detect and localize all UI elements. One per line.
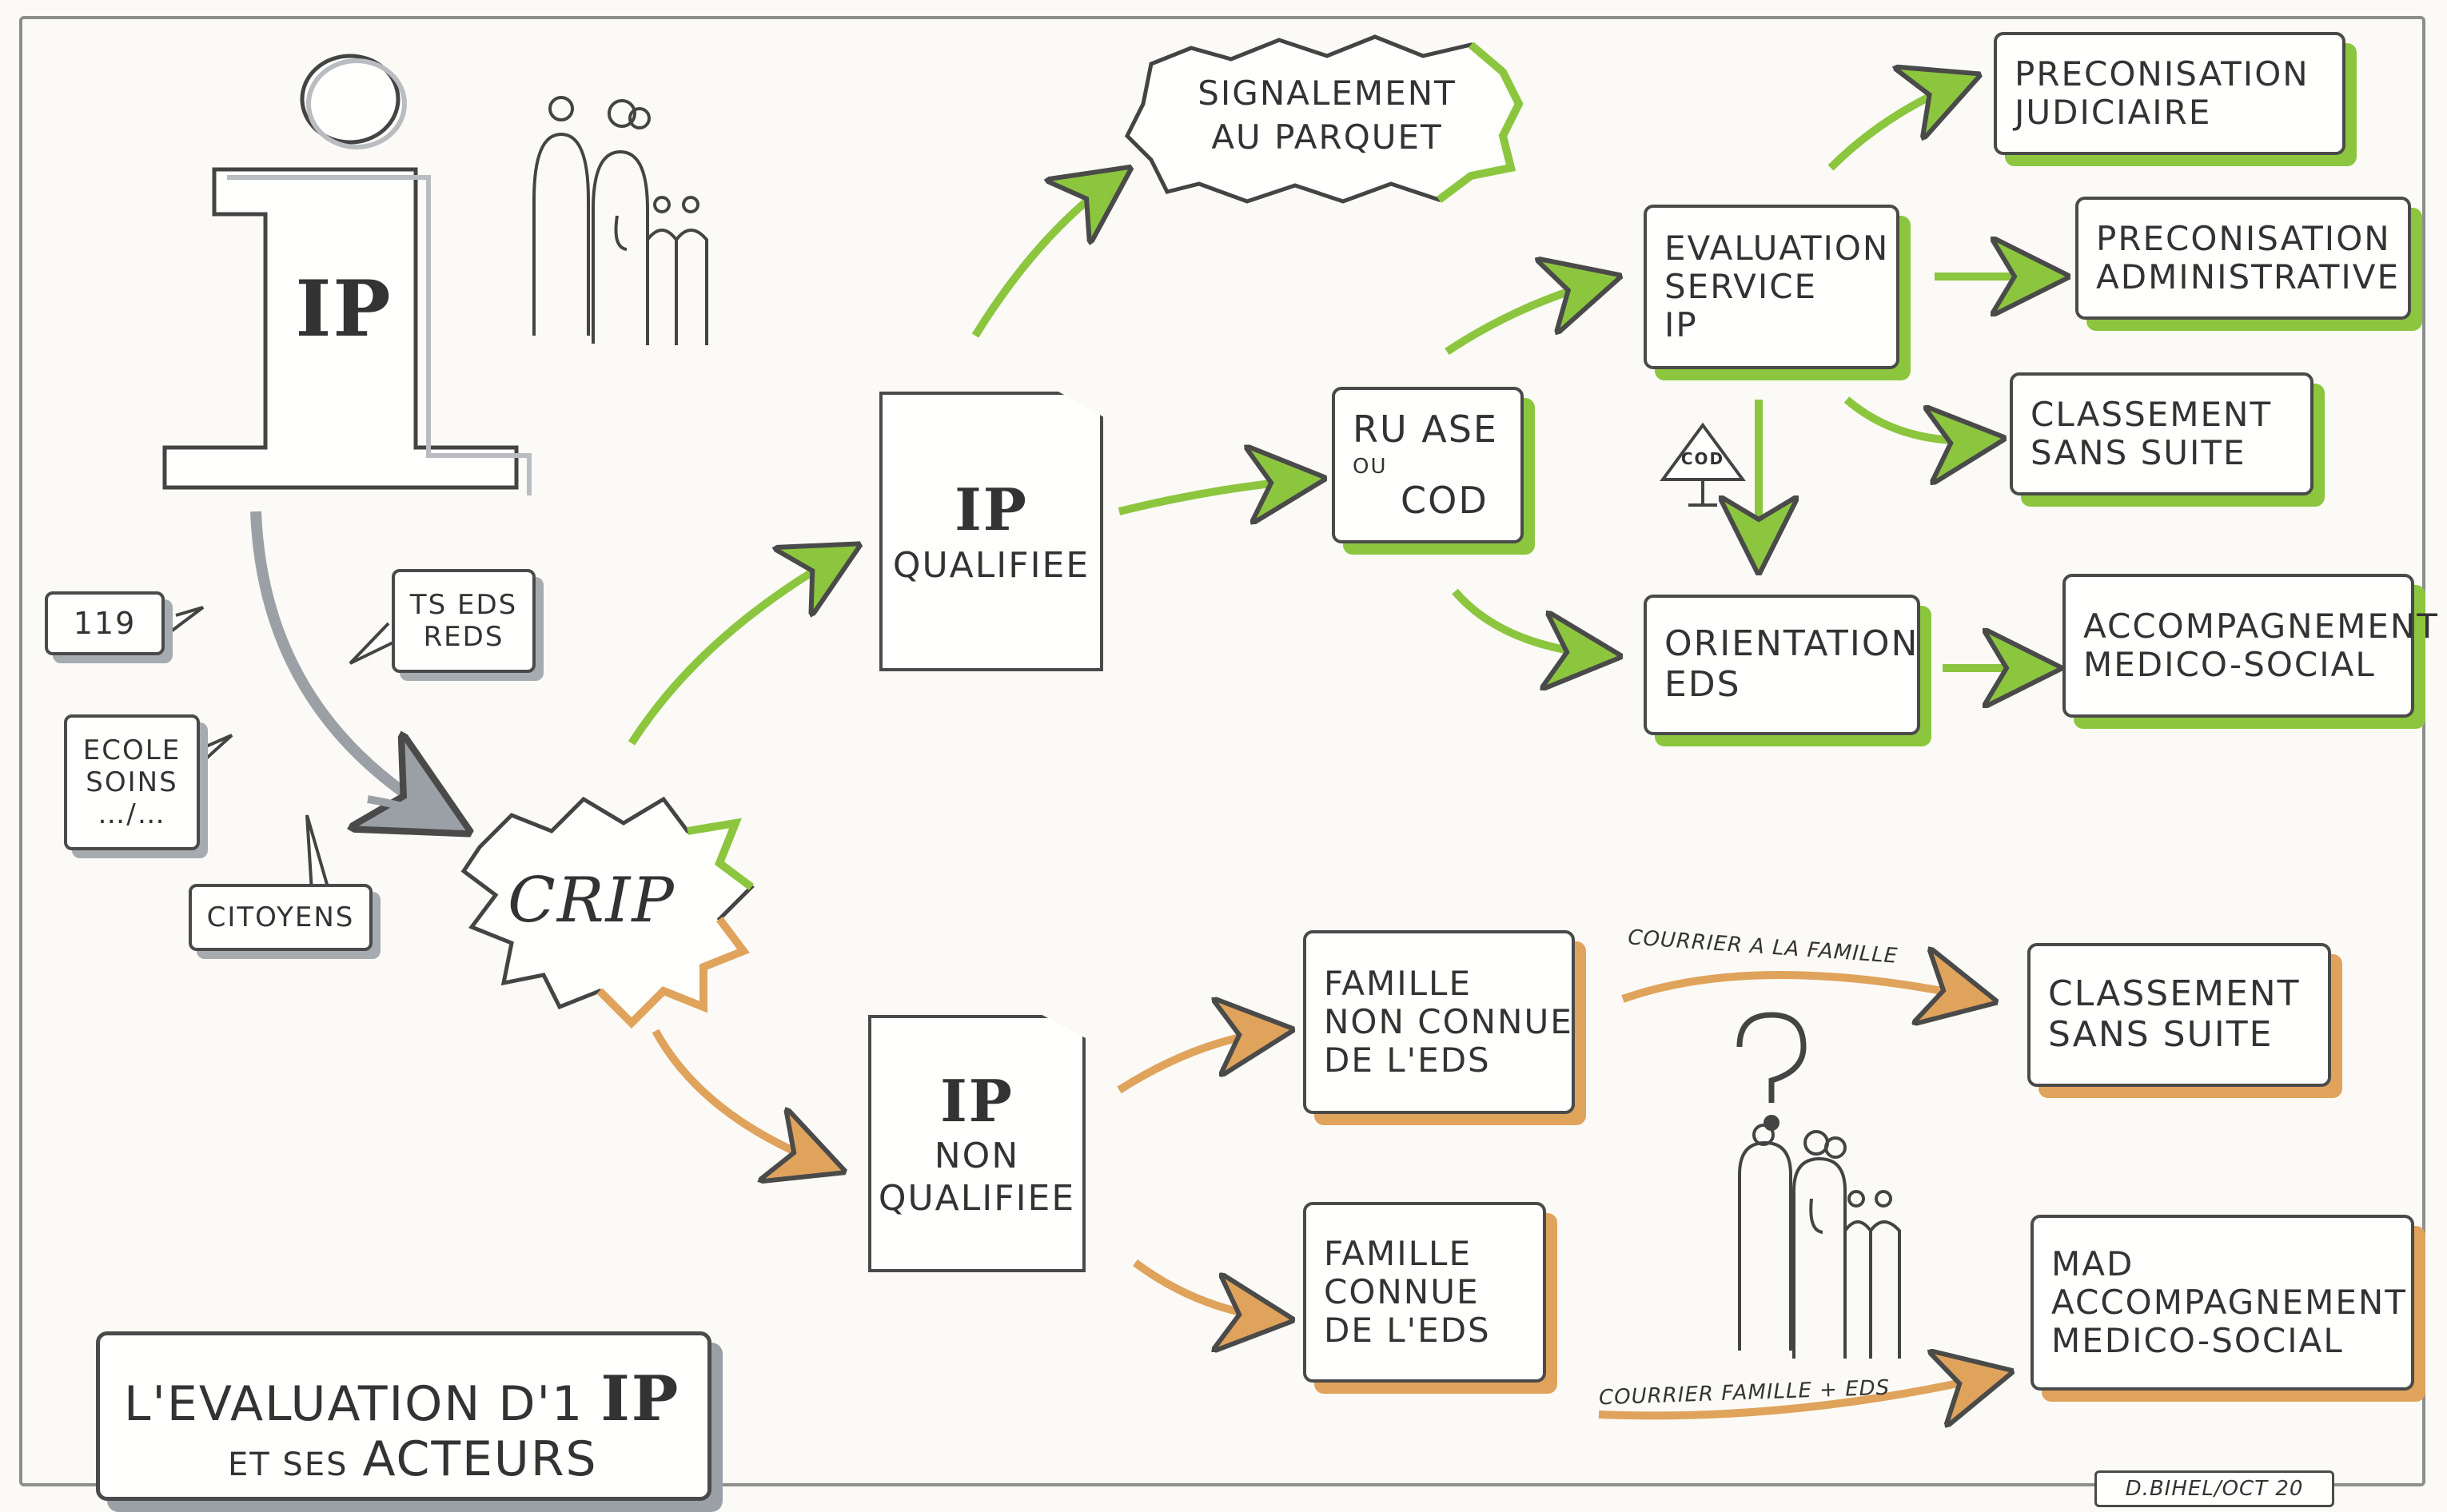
arrow-icon — [1118, 479, 1311, 511]
title-line1: L'EVALUATION D'1 IP — [124, 1363, 680, 1435]
arrow-icon — [628, 551, 847, 746]
info-icon — [162, 54, 532, 495]
arrow-icon — [1598, 1375, 1999, 1415]
ip-non-qualifiee-card: IP NON QUALIFIEE — [868, 1015, 1086, 1272]
family-icon — [1738, 1124, 1901, 1359]
arrow-icon — [367, 795, 450, 827]
cod-sign-label: COD — [1680, 449, 1725, 468]
crip-label: CRIP — [508, 865, 676, 937]
arrow-icon — [652, 1029, 831, 1167]
ip-qualifiee-card: IP QUALIFIEE — [879, 392, 1103, 671]
author-signature: D.BIHEL/OCT 20 — [2094, 1470, 2334, 1507]
arrow-icon — [1621, 975, 1983, 999]
arrow-icon — [1445, 280, 1607, 356]
source-119: 119 — [45, 591, 165, 655]
arrow-icon — [250, 511, 452, 823]
question-icon — [1736, 1012, 1807, 1131]
arrow-icon — [1133, 1259, 1279, 1319]
crip-burst-icon — [460, 796, 755, 1029]
sketch-frame — [19, 16, 2425, 1486]
warning-sign-icon — [1660, 422, 1746, 507]
source-citoyens: CITOYENS — [189, 884, 373, 951]
family-icon — [532, 96, 708, 345]
arrow-icon — [1843, 396, 1991, 440]
signalement-cloud-icon — [1124, 34, 1524, 204]
speech-bubble-icon — [169, 606, 401, 893]
arrow-icon — [1117, 1031, 1279, 1094]
arrow-icon — [1827, 80, 1967, 171]
info-ip-label: IP — [295, 264, 393, 354]
ru-ase-cod-card: RU ASE OU COD — [1332, 387, 1524, 543]
arrow-icon — [1452, 588, 1607, 655]
arrow-icon — [971, 176, 1119, 338]
